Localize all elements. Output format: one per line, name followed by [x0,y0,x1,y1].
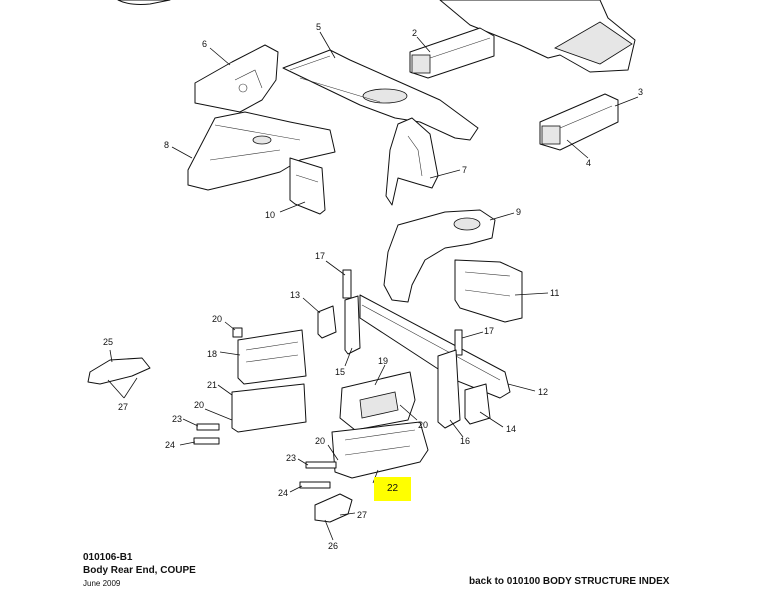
callout-2: 2 [412,28,417,38]
part-8-floor-section[interactable] [187,111,336,191]
callout-7: 7 [462,165,467,175]
part-10-bracket[interactable] [289,157,326,215]
part-24-strip-left[interactable] [193,437,220,445]
leader-lines [107,31,639,541]
part-13-bracket[interactable] [317,305,337,339]
part-19-inner-panel[interactable] [339,371,416,431]
callout-27-a: 27 [118,402,128,412]
part-5-floor-panel[interactable] [282,49,479,141]
callout-13: 13 [290,290,300,300]
part-12-crossmember[interactable] [359,294,511,399]
part-3-4-box-tube[interactable] [539,93,619,151]
callout-17-upper: 17 [315,251,325,261]
callout-24-a: 24 [165,440,175,450]
part-6-bracket-panel[interactable] [194,44,279,113]
callout-23-b: 23 [286,453,296,463]
part-top-cropped [117,0,171,5]
callout-15: 15 [335,367,345,377]
part-14-bracket[interactable] [464,383,491,425]
part-16-post[interactable] [437,349,461,429]
callout-6: 6 [202,39,207,49]
highlight-box [374,477,411,501]
callout-24-b: 24 [278,488,288,498]
callout-20-c: 20 [315,436,325,446]
part-23-strip-left[interactable] [196,423,220,431]
document-code: 010106-B1 [83,552,133,563]
part-15-post[interactable] [344,295,361,355]
callout-22-highlighted[interactable]: 22 [386,483,399,494]
callout-20-d: 20 [418,420,428,430]
callout-labels: 5 2 3 4 6 8 7 10 9 11 12 13 14 15 16 17 … [103,22,643,551]
callout-14: 14 [506,424,516,434]
callout-9: 9 [516,207,521,217]
part-24-strip-lower[interactable] [299,481,331,489]
callout-4: 4 [586,158,591,168]
callout-21: 21 [207,380,217,390]
callout-23-a: 23 [172,414,182,424]
callout-3: 3 [638,87,643,97]
callout-25: 25 [103,337,113,347]
callout-16: 16 [460,436,470,446]
part-21-panel[interactable] [231,383,307,433]
part-18-panel[interactable] [237,329,307,385]
part-23-strip-lower[interactable] [305,461,337,469]
back-to-index-link[interactable]: back to 010100 BODY STRUCTURE INDEX [469,576,670,587]
part-17-strip-lower[interactable] [454,329,463,356]
part-17-strip-upper[interactable] [342,269,352,299]
part-9-wheelarch[interactable] [383,209,496,303]
part-26-bracket[interactable] [314,493,353,523]
document-date: June 2009 [83,579,121,588]
callout-8: 8 [164,140,169,150]
callout-18: 18 [207,349,217,359]
callout-11: 11 [550,288,559,298]
part-22-inner-rear-panel[interactable] [331,421,429,479]
callout-26: 26 [328,541,338,551]
callout-5: 5 [316,22,321,32]
callout-20-b: 20 [194,400,204,410]
callout-10: 10 [265,210,275,220]
document-title: Body Rear End, COUPE [83,565,196,576]
part-upper-rail [439,0,636,73]
part-7-seat-panel[interactable] [385,117,439,206]
part-2-box-tube[interactable] [409,27,495,79]
part-11-side-panel[interactable] [454,259,523,323]
part-25-bracket[interactable] [87,357,151,385]
callout-20-a: 20 [212,314,222,324]
part-20-plate-1[interactable] [232,327,243,338]
callout-17-lower: 17 [484,326,494,336]
callout-12: 12 [538,387,548,397]
callout-27-b: 27 [357,510,367,520]
callout-19: 19 [378,356,388,366]
